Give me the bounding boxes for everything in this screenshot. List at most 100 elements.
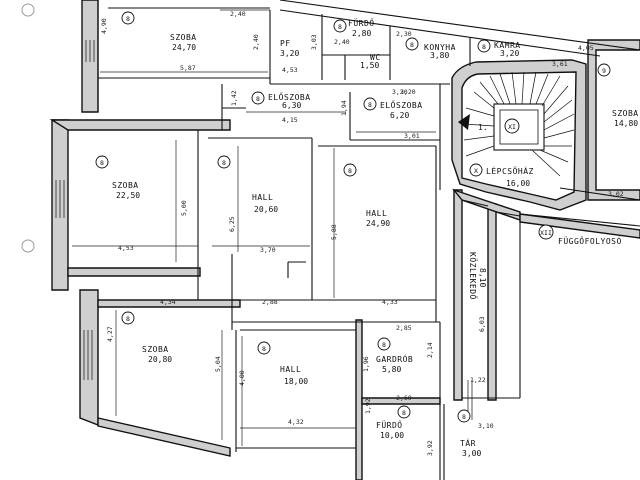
room-hall-3: 8 HALL 18,00 [257, 341, 308, 386]
svg-text:3,02: 3,02 [608, 190, 624, 198]
svg-text:8: 8 [382, 341, 386, 349]
room-konyha: 8 KONYHA 3,80 [405, 37, 456, 60]
svg-text:2,85: 2,85 [396, 324, 412, 332]
svg-text:FÜRDŐ: FÜRDŐ [376, 420, 403, 430]
svg-text:14,80: 14,80 [614, 119, 638, 128]
svg-text:20,60: 20,60 [254, 205, 278, 214]
wall-left-lower [79, 289, 99, 427]
svg-text:18,00: 18,00 [284, 377, 308, 386]
svg-text:WC: WC [370, 53, 381, 62]
room-kamra: 8 KAMRA 3,20 [477, 39, 520, 58]
svg-text:SZOBA: SZOBA [142, 345, 169, 354]
dimensions: 2,40 4,90 5,87 2,40 3,03 4,53 2,40 3,20 … [72, 9, 624, 456]
svg-text:GARDRÓB: GARDRÓB [376, 353, 413, 364]
room-wc: WC 1,50 [360, 53, 381, 70]
svg-text:KONYHA: KONYHA [424, 43, 456, 52]
room-furdo-2: 8 FÜRDŐ 10,00 [376, 405, 411, 440]
room-hall-2: 8 HALL 24,90 [343, 163, 390, 228]
svg-text:3,20: 3,20 [392, 88, 408, 96]
stair-number: 1. [478, 123, 488, 132]
svg-text:3,01: 3,01 [404, 132, 420, 140]
svg-text:2,60: 2,60 [396, 394, 412, 402]
svg-text:4,32: 4,32 [288, 418, 304, 426]
room-furdo-1: 8 FÜRDŐ 2,80 [333, 18, 375, 38]
svg-text:16,00: 16,00 [506, 179, 530, 188]
svg-text:8: 8 [402, 409, 406, 417]
svg-text:5,04: 5,04 [214, 356, 222, 372]
svg-text:2,30: 2,30 [396, 30, 412, 38]
svg-text:22,50: 22,50 [116, 191, 140, 200]
svg-text:ELŐSZOBA: ELŐSZOBA [268, 92, 311, 102]
svg-text:8: 8 [368, 101, 372, 109]
svg-text:3,80: 3,80 [430, 51, 449, 60]
svg-text:20,80: 20,80 [148, 355, 172, 364]
svg-text:4,53: 4,53 [282, 66, 298, 74]
wall-corridor-right [487, 203, 497, 401]
stair-badge-circle [504, 118, 520, 134]
svg-text:4,33: 4,33 [382, 298, 398, 306]
svg-text:X: X [474, 167, 478, 175]
wall-mid-horizontal [67, 267, 201, 277]
svg-text:4,15: 4,15 [282, 116, 298, 124]
svg-text:XII: XII [540, 229, 552, 237]
svg-text:5,80: 5,80 [382, 365, 401, 374]
room-hall-1: 8 HALL 20,60 [217, 155, 278, 214]
room-szoba-4: 8 SZOBA 20,80 [121, 311, 172, 364]
svg-text:TÁR: TÁR [460, 437, 476, 448]
stair-badge: XI [508, 123, 516, 131]
svg-text:1,94: 1,94 [340, 100, 348, 116]
wall-bottom [97, 417, 231, 457]
staircase: XI 1. [458, 71, 575, 177]
svg-text:2,40: 2,40 [230, 10, 246, 18]
svg-text:2,40: 2,40 [252, 34, 260, 50]
svg-text:3,10: 3,10 [478, 422, 494, 430]
svg-text:8: 8 [338, 23, 342, 31]
svg-text:8: 8 [482, 43, 486, 51]
wall-right-room [587, 39, 640, 201]
room-eloszoba-1: 8 ELŐSZOBA 6,30 [251, 91, 311, 110]
svg-text:ELŐSZOBA: ELŐSZOBA [380, 100, 423, 110]
svg-text:8,10: 8,10 [478, 268, 487, 287]
svg-text:3,92: 3,92 [426, 440, 434, 456]
svg-text:2,40: 2,40 [334, 38, 350, 46]
room-kozlekedo: KÖZLEKEDŐ 8,10 [468, 252, 487, 300]
svg-text:4,90: 4,90 [100, 18, 108, 34]
svg-text:FÜGGŐFOLYOSÓ: FÜGGŐFOLYOSÓ [558, 235, 622, 246]
svg-text:10,00: 10,00 [380, 431, 404, 440]
svg-text:8: 8 [126, 15, 130, 23]
svg-text:5,88: 5,88 [330, 224, 338, 240]
svg-text:1,42: 1,42 [230, 90, 238, 106]
svg-text:6,03: 6,03 [478, 316, 486, 332]
svg-text:HALL: HALL [366, 209, 387, 218]
svg-text:FÜRDŐ: FÜRDŐ [348, 18, 375, 28]
svg-text:KÖZLEKEDŐ: KÖZLEKEDŐ [468, 252, 478, 300]
wall-corridor-left [453, 189, 463, 401]
svg-text:8: 8 [348, 167, 352, 175]
svg-text:8: 8 [126, 315, 130, 323]
svg-text:4,34: 4,34 [160, 298, 176, 306]
svg-text:4,00: 4,00 [238, 370, 246, 386]
svg-text:8: 8 [462, 413, 466, 421]
svg-text:3,61: 3,61 [552, 60, 568, 68]
svg-text:SZOBA: SZOBA [612, 109, 639, 118]
svg-text:3,20: 3,20 [400, 88, 416, 96]
svg-text:6,20: 6,20 [390, 111, 409, 120]
room-fuggofolyoso: XII FÜGGŐFOLYOSÓ [538, 224, 622, 246]
room-pf: PF 3,20 [280, 39, 299, 58]
svg-text:2,14: 2,14 [426, 342, 434, 358]
svg-text:SZOBA: SZOBA [112, 181, 139, 190]
svg-text:3,70: 3,70 [260, 246, 276, 254]
svg-text:4,05: 4,05 [578, 44, 594, 52]
svg-text:5,87: 5,87 [180, 64, 196, 72]
svg-text:1,50: 1,50 [360, 61, 379, 70]
svg-text:9: 9 [602, 67, 606, 75]
svg-text:2,88: 2,88 [262, 298, 278, 306]
svg-text:24,90: 24,90 [366, 219, 390, 228]
svg-text:8: 8 [256, 95, 260, 103]
room-szoba-2: 9 SZOBA 14,80 [597, 63, 639, 128]
svg-text:LÉPCSŐHÁZ: LÉPCSŐHÁZ [486, 165, 534, 176]
svg-text:4,53: 4,53 [118, 244, 134, 252]
svg-text:5,00: 5,00 [180, 200, 188, 216]
svg-text:SZOBA: SZOBA [170, 33, 197, 42]
